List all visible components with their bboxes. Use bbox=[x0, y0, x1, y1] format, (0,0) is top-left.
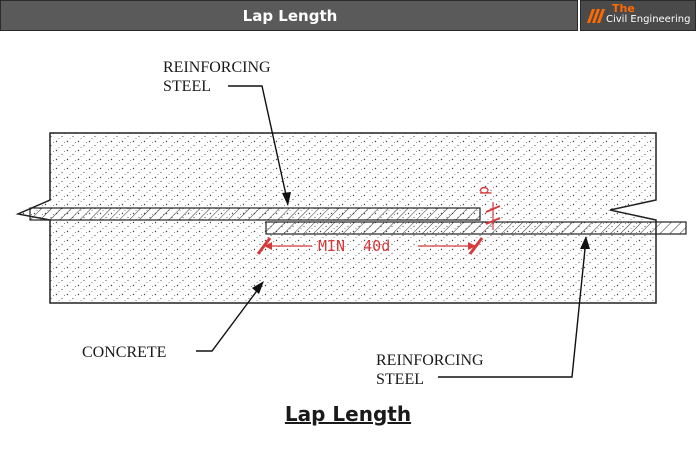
arrowhead-rebar-bottom bbox=[580, 236, 590, 249]
concrete-label: CONCRETE bbox=[82, 344, 166, 361]
diameter-tick-bottom bbox=[485, 217, 501, 225]
rebar-bottom-label-line2: STEEL bbox=[376, 371, 424, 388]
leader-concrete bbox=[196, 283, 263, 352]
logo-stripes-icon bbox=[587, 9, 605, 23]
rebar-bottom bbox=[265, 221, 687, 235]
rebar-top bbox=[29, 207, 481, 221]
bar-diameter-label: d bbox=[476, 186, 494, 195]
leader-rebar-top bbox=[228, 85, 289, 205]
logo-the-text: The bbox=[612, 2, 635, 15]
site-logo[interactable] bbox=[580, 0, 696, 31]
title-bar: Lap Length bbox=[0, 0, 578, 31]
min-length-label: MIN 40d bbox=[318, 237, 390, 255]
header-bar: Lap Length The Civil Engineering bbox=[0, 0, 696, 32]
rebar-bottom-label-line1: REINFORCING bbox=[376, 352, 484, 369]
logo-name-text: Civil Engineering bbox=[606, 14, 691, 25]
page-title: Lap Length bbox=[242, 7, 338, 25]
lap-length-diagram: MIN 40d d REINFORCING STEEL CONCRETE REI… bbox=[15, 59, 687, 388]
rebar-top-label-line2: STEEL bbox=[163, 78, 211, 95]
leader-rebar-bottom bbox=[438, 238, 587, 378]
min-length-right-arrow bbox=[468, 242, 476, 250]
diagram-caption: Lap Length bbox=[284, 402, 412, 426]
arrowhead-concrete bbox=[252, 281, 264, 294]
diameter-tick-top bbox=[485, 205, 501, 213]
min-length-left-arrow bbox=[264, 242, 272, 250]
rebar-top-label-line1: REINFORCING bbox=[163, 59, 271, 76]
arrowhead-rebar-top bbox=[282, 192, 291, 206]
